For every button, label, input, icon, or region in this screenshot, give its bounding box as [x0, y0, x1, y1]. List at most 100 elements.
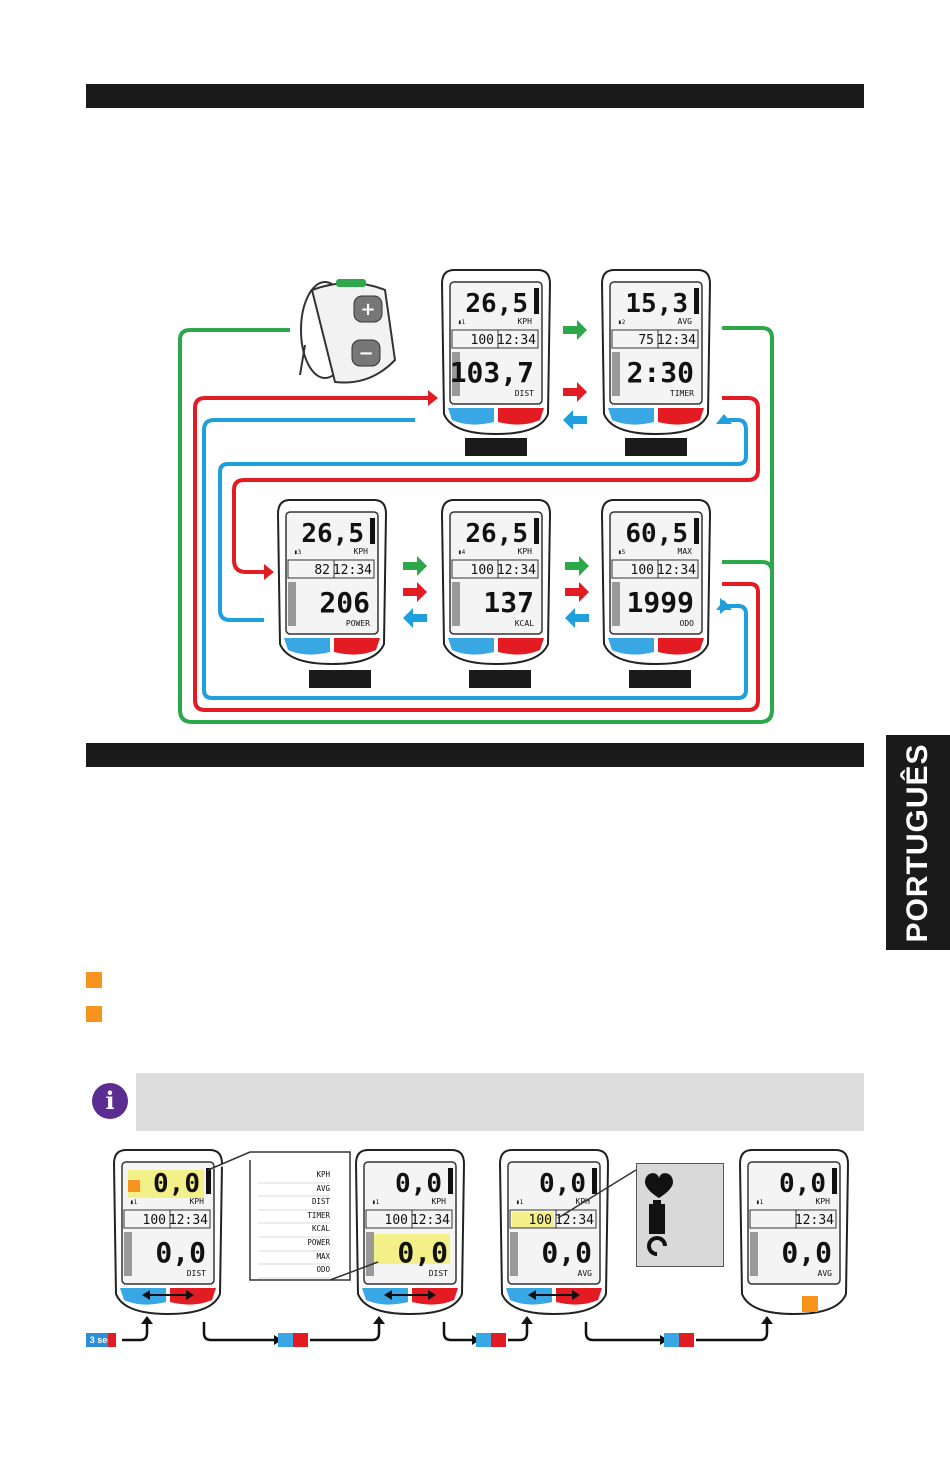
clock-value: 12:34: [497, 563, 536, 578]
primary-icon-label: ▮1: [756, 1199, 764, 1206]
tertiary-value: 0,0: [541, 1236, 592, 1269]
clock-value: 12:34: [555, 1213, 594, 1228]
mode-label-box-2: [625, 438, 687, 456]
menu-item: KPH: [258, 1170, 330, 1184]
primary-icon-label: ▮1: [372, 1199, 380, 1206]
clock-value: 12:34: [657, 563, 696, 578]
svg-text:+: +: [360, 299, 375, 320]
info-icon: i: [92, 1083, 128, 1119]
clock-value: 12:34: [411, 1213, 450, 1228]
primary-unit: KPH: [518, 317, 533, 326]
primary-value: 15,3: [625, 289, 688, 319]
primary-value: 26,5: [465, 289, 528, 319]
primary-value: 0,0: [779, 1169, 826, 1199]
bullet-marker-1: [86, 972, 102, 988]
menu-item: AVG: [258, 1184, 330, 1198]
mode-label-box-4: [469, 670, 531, 688]
primary-icon-label: ▮3: [294, 549, 302, 556]
primary-value: 0,0: [539, 1169, 586, 1199]
primary-unit: KPH: [432, 1197, 447, 1206]
popup-icons: [645, 1173, 673, 1256]
section-header-bar-2: [86, 743, 864, 767]
clock-value: 12:34: [333, 563, 372, 578]
remote-control-illustration: + −: [299, 279, 397, 384]
cycle-computer-d3: 26,5 ▮3 KPH 82 12:34 206 POWER: [276, 498, 388, 666]
info-note-box: i: [86, 1073, 864, 1131]
clock-value: 12:34: [795, 1213, 834, 1228]
menu-item: MAX: [258, 1252, 330, 1266]
mini-button-pair-2: [476, 1333, 506, 1347]
tertiary-value: 103,7: [450, 356, 534, 389]
arrow-group-mid-2: [565, 556, 589, 628]
primary-unit: KPH: [576, 1197, 591, 1206]
primary-unit: AVG: [678, 317, 693, 326]
primary-value: 60,5: [625, 519, 688, 549]
arrow-group-top: [563, 320, 587, 430]
tertiary-unit: ODO: [680, 619, 695, 628]
tertiary-unit: AVG: [818, 1269, 833, 1278]
tertiary-unit: DIST: [515, 389, 534, 398]
primary-icon-label: ▮5: [618, 549, 626, 556]
tertiary-value: 0,0: [155, 1236, 206, 1269]
primary-unit: KPH: [190, 1197, 205, 1206]
icon-popup: [636, 1163, 724, 1267]
tertiary-value: 0,0: [397, 1236, 448, 1269]
mode-label-box-1: [465, 438, 527, 456]
secondary-value: 100: [471, 333, 494, 348]
tertiary-unit: DIST: [187, 1269, 206, 1278]
primary-icon-label: ▮4: [458, 549, 466, 556]
menu-item: ODO: [258, 1265, 330, 1279]
cycle-computer-e4: 0,0 ▮1 KPH 12:34 0,0 AVG: [738, 1148, 850, 1316]
secondary-value: 100: [631, 563, 654, 578]
language-tab: PORTUGUÊS: [886, 735, 950, 950]
primary-value: 26,5: [465, 519, 528, 549]
tertiary-unit: DIST: [429, 1269, 448, 1278]
primary-unit: KPH: [518, 547, 533, 556]
primary-unit: MAX: [678, 547, 693, 556]
cycle-computer-d4: 26,5 ▮4 KPH 100 12:34 137 KCAL: [440, 498, 552, 666]
secondary-value: 100: [471, 563, 494, 578]
svg-text:−: −: [358, 343, 373, 364]
secondary-value: 100: [529, 1213, 552, 1228]
primary-value: 0,0: [395, 1169, 442, 1199]
menu-item: TIMER: [258, 1211, 330, 1225]
primary-unit: KPH: [354, 547, 369, 556]
primary-unit: KPH: [816, 1197, 831, 1206]
cycle-computer-d1: 26,5 ▮1 KPH 100 12:34 103,7 DIST: [440, 268, 552, 436]
cycle-computer-e2: 0,0 ▮1 KPH 100 12:34 0,0 DIST: [354, 1148, 466, 1316]
primary-icon-label: ▮1: [516, 1199, 524, 1206]
heart-icon: [645, 1173, 673, 1198]
secondary-value: 100: [143, 1213, 166, 1228]
menu-item: DIST: [258, 1197, 330, 1211]
clock-value: 12:34: [657, 333, 696, 348]
primary-icon-label: ▮1: [130, 1199, 138, 1206]
cycle-computer-d5: 60,5 ▮5 MAX 100 12:34 1999 ODO: [600, 498, 712, 666]
mode-label-box-3: [309, 670, 371, 688]
arrow-group-mid-1: [403, 556, 427, 628]
tertiary-value: 137: [483, 586, 534, 619]
tertiary-value: 206: [319, 586, 370, 619]
primary-value: 26,5: [301, 519, 364, 549]
refresh-icon: [647, 1236, 667, 1256]
menu-item: KCAL: [258, 1224, 330, 1238]
mode-label-box-5: [629, 670, 691, 688]
cycle-computer-e3: 0,0 ▮1 KPH 100 12:34 0,0 AVG: [498, 1148, 610, 1316]
mini-button-pair-3: [664, 1333, 694, 1347]
tertiary-unit: KCAL: [515, 619, 534, 628]
battery-icon: [649, 1204, 665, 1234]
cycle-computer-e1: 0,0 ▮1 KPH 100 12:34 0,0 DIST: [112, 1148, 224, 1316]
three-second-badge: 3 sec: [86, 1333, 116, 1347]
primary-icon-label: ▮1: [458, 319, 466, 326]
section-header-bar-1: [86, 84, 864, 108]
clock-value: 12:34: [497, 333, 536, 348]
primary-value: 0,0: [153, 1169, 200, 1199]
tertiary-value: 1999: [627, 586, 694, 619]
tertiary-value: 2:30: [627, 356, 694, 389]
menu-item: POWER: [258, 1238, 330, 1252]
secondary-value: 75: [638, 333, 654, 348]
three-second-label: 3 sec: [89, 1335, 113, 1345]
clock-value: 12:34: [169, 1213, 208, 1228]
tertiary-unit: TIMER: [670, 389, 694, 398]
